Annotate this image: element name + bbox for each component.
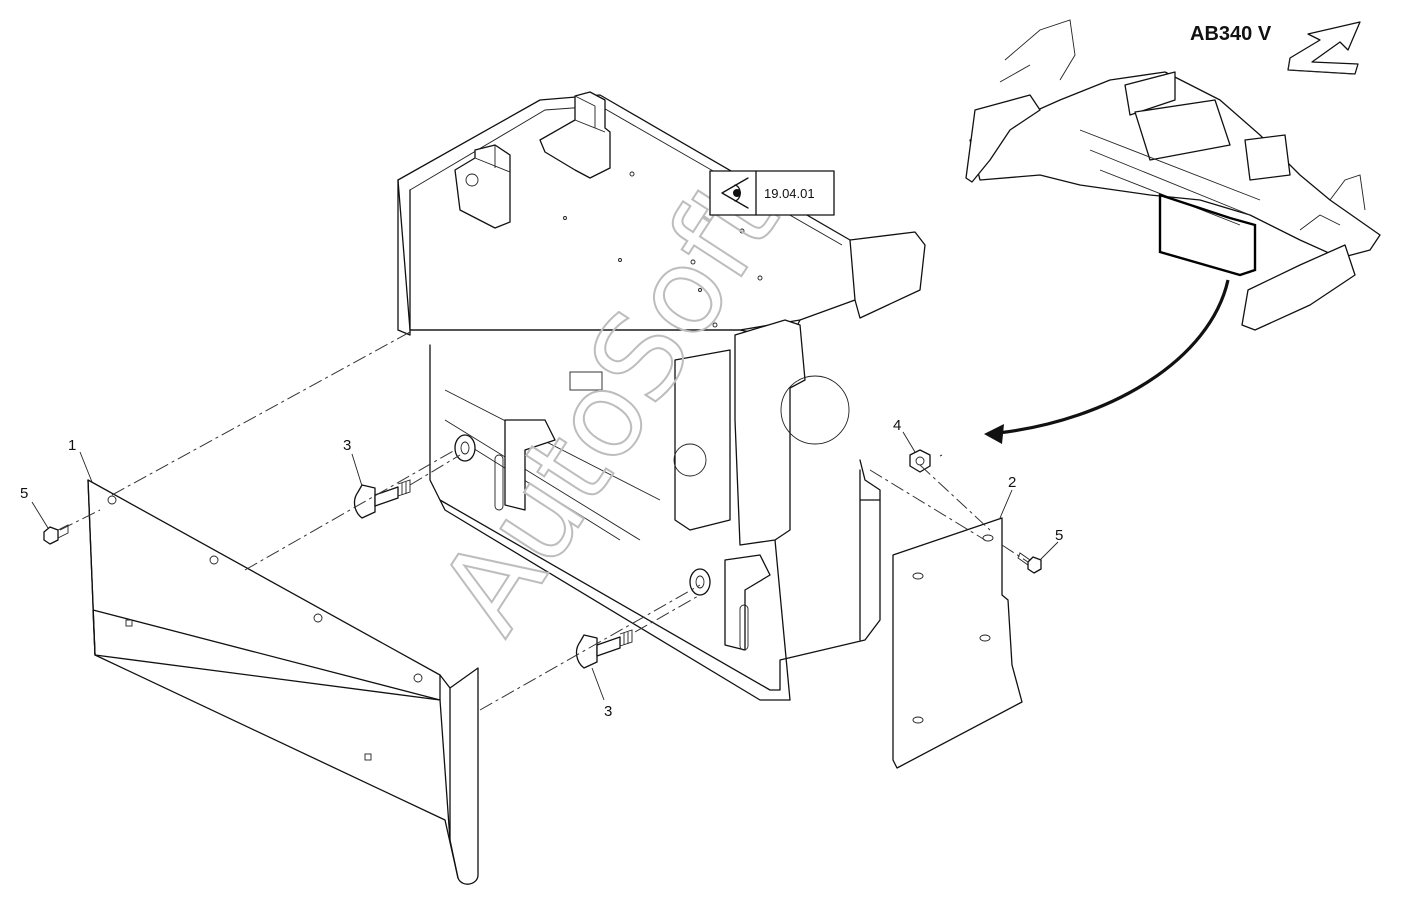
chassis-block (397, 91, 926, 701)
callout-3-upper: 3 (343, 437, 351, 454)
top-mount-right (539, 91, 611, 179)
callout-2: 2 (1008, 474, 1016, 491)
callout-leaders (31, 431, 1059, 701)
side-cover-plate (892, 517, 1023, 769)
stud-bolt-upper (353, 479, 411, 519)
eye-icon (721, 177, 749, 209)
callout-5-right: 5 (1055, 527, 1063, 544)
highlighted-cover-region (1158, 193, 1257, 277)
front-cover-plate (87, 479, 479, 885)
top-mount-left (454, 144, 511, 229)
assembly-lines (59, 331, 1029, 711)
callout-3-lower: 3 (604, 703, 612, 720)
pointer-arrow (984, 279, 1230, 444)
view-reference-box: 19.04.01 (709, 170, 835, 216)
callout-5-left: 5 (20, 485, 28, 502)
nut (909, 449, 931, 473)
hex-screw-left (43, 524, 69, 545)
callout-4: 4 (893, 417, 901, 434)
model-label: AB340 V (1190, 23, 1272, 45)
machine-overview (965, 19, 1381, 331)
direction-arrow-icon (1287, 21, 1361, 75)
view-reference-code: 19.04.01 (764, 186, 815, 201)
stud-bolt-lower (575, 629, 633, 669)
callout-1: 1 (68, 437, 76, 454)
hex-screw-right (1017, 552, 1042, 574)
top-face-holes (563, 171, 763, 328)
